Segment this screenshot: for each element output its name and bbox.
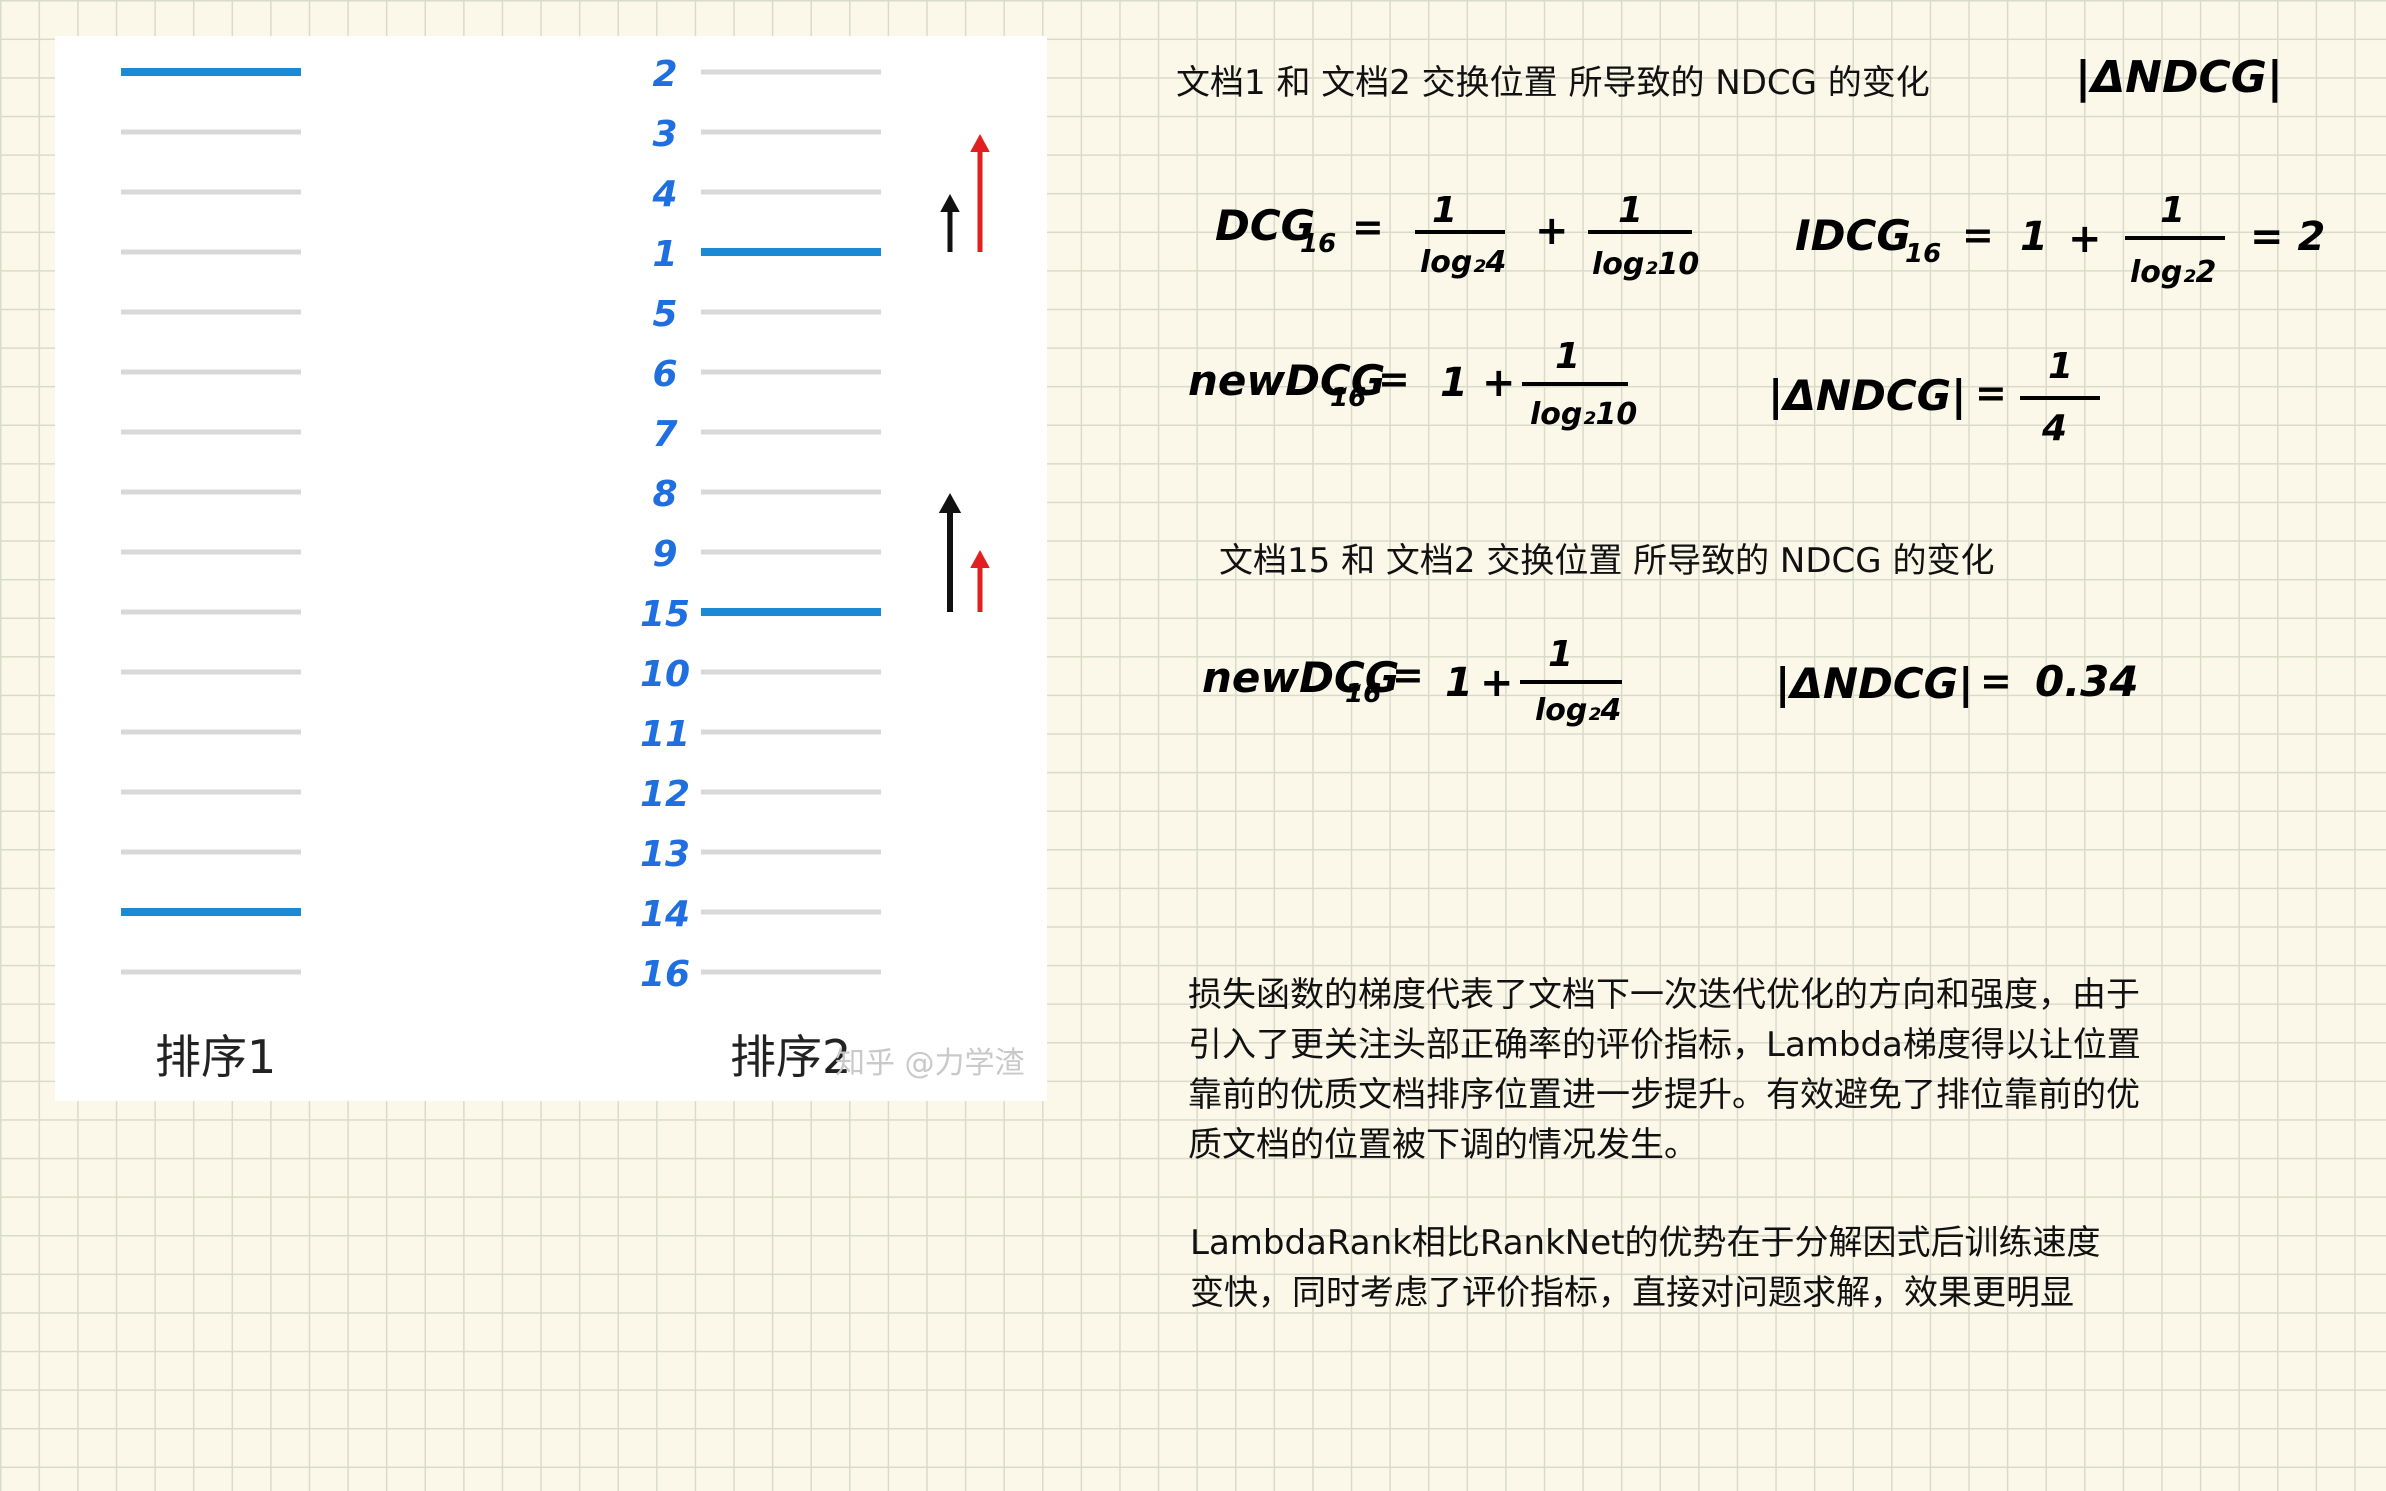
delta1-lhs: |ΔNDCG| [1768, 371, 1967, 420]
newdcg1-den: log₂10 [1530, 397, 1637, 432]
idcg-one: 1 [2020, 214, 2048, 260]
ranking2-doc-number: 11 [640, 714, 690, 755]
ranking2-doc-number: 12 [640, 774, 690, 815]
dcg-den1: log₂4 [1420, 245, 1506, 280]
ranking2-doc-number: 1 [652, 234, 677, 275]
idcg-sub: 16 [1905, 239, 1941, 269]
newdcg2-one: 1 [1445, 660, 1473, 706]
newdcg2-lhs: newDCG [1202, 653, 1399, 702]
ranking2-doc-number: 9 [652, 534, 677, 575]
newdcg2-sub: 16 [1345, 679, 1381, 709]
newdcg-formula-2: newDCG 16 = 1 + 1 log₂4 [1202, 634, 1622, 728]
idcg-lhs: IDCG [1795, 211, 1911, 260]
delta-formula-2: |ΔNDCG| = 0.34 [1775, 657, 2139, 708]
ranking2-doc-number: 14 [640, 894, 690, 935]
ranking2-doc-number: 3 [652, 114, 677, 155]
newdcg1-num: 1 [1555, 336, 1580, 377]
ranking2-doc-number: 2 [652, 54, 677, 95]
newdcg1-one: 1 [1440, 360, 1468, 406]
newdcg1-plus: + [1482, 360, 1516, 406]
section1-heading: 文档1 和 文档2 交换位置 所导致的 NDCG 的变化 [1176, 63, 1930, 103]
idcg-num: 1 [2160, 190, 2185, 231]
idcg-eq: = [1962, 213, 1994, 257]
newdcg2-den: log₂4 [1535, 693, 1621, 728]
dcg-formula: DCG 16 = 1 log₂4 + 1 log₂10 [1215, 190, 1699, 282]
ranking2-doc-number: 16 [640, 954, 690, 995]
dcg-den2: log₂10 [1592, 247, 1699, 282]
watermark: 知乎 @力学渣 [835, 1046, 1025, 1081]
idcg-formula: IDCG 16 = 1 + 1 log₂2 = 2 [1795, 190, 2325, 290]
dcg-num1: 1 [1432, 190, 1457, 231]
dcg-sub: 16 [1300, 229, 1336, 259]
paragraph-lambdarank-advantage: LambdaRank相比RankNet的优势在于分解因式后训练速度变快，同时考虑… [1190, 1223, 2101, 1313]
ranking2-doc-number: 15 [640, 594, 690, 635]
delta1-num: 1 [2048, 346, 2073, 387]
idcg-result: = 2 [2250, 214, 2325, 260]
delta-formula-1: |ΔNDCG| = 1 4 [1768, 346, 2100, 449]
ranking2-doc-number: 8 [652, 474, 677, 515]
arrow-black-2-head [938, 493, 962, 513]
ranking-2-label: 排序2 [730, 1030, 852, 1084]
dcg-plus: + [1535, 208, 1569, 254]
section2-heading: 文档15 和 文档2 交换位置 所导致的 NDCG 的变化 [1219, 541, 1995, 581]
paragraph-lambda-gradient: 损失函数的梯度代表了文档下一次迭代优化的方向和强度，由于引入了更关注头部正确率的… [1188, 975, 2141, 1165]
side-note-delta-ndcg: |ΔNDCG| [2075, 52, 2283, 103]
newdcg1-eq: = [1378, 357, 1410, 401]
newdcg1-sub: 16 [1330, 383, 1366, 413]
ranking2-doc-number: 7 [652, 414, 677, 455]
idcg-den: log₂2 [2130, 255, 2216, 290]
dcg-lhs: DCG [1215, 201, 1315, 250]
newdcg1-lhs: newDCG [1188, 356, 1385, 405]
newdcg-formula-1: newDCG 16 = 1 + 1 log₂10 [1188, 336, 1637, 432]
ranking2-doc-number: 4 [651, 174, 677, 215]
newdcg2-eq: = [1392, 653, 1424, 697]
arrow-red-2-head [970, 550, 990, 568]
delta2-eq: = [1980, 659, 2012, 703]
newdcg2-num: 1 [1548, 634, 1573, 675]
arrow-black-1-head [940, 194, 960, 212]
delta2-value: 0.34 [2035, 657, 2139, 706]
dcg-num2: 1 [1618, 190, 1643, 231]
newdcg2-plus: + [1480, 660, 1514, 706]
delta2-lhs: |ΔNDCG| [1775, 659, 1974, 708]
ranking-1-label: 排序1 [155, 1030, 277, 1084]
delta1-eq: = [1975, 371, 2007, 415]
idcg-plus: + [2068, 216, 2102, 262]
arrow-red-1-head [970, 134, 990, 152]
dcg-eq: = [1352, 205, 1384, 249]
ranking2-doc-number: 10 [640, 654, 690, 695]
ranking2-doc-number: 5 [652, 294, 677, 335]
ranking2-doc-number: 6 [652, 354, 677, 395]
delta1-den: 4 [2041, 408, 2067, 449]
ranking2-doc-number: 13 [640, 834, 690, 875]
